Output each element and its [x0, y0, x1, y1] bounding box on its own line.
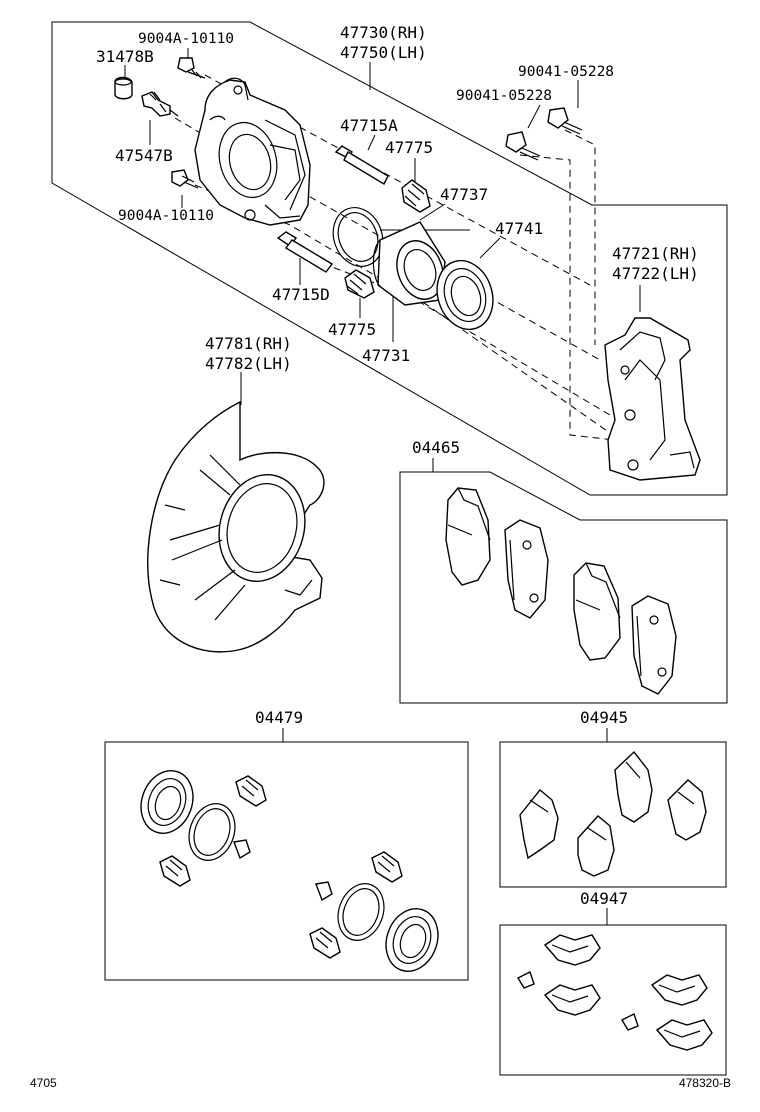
label-bleeder-cap: 31478B [96, 47, 154, 66]
pin-boot-lower [344, 269, 375, 299]
mounting-bolt-1 [505, 131, 541, 161]
pad-clip-2 [621, 1013, 639, 1031]
anti-squeal-shim-2 [577, 815, 615, 877]
piston [372, 221, 446, 306]
fitting-kit-box [499, 924, 727, 1076]
kit-cap-1 [233, 839, 251, 860]
label-mounting-rh: 47721(RH) [612, 244, 699, 263]
label-boot-lower: 47775 [328, 320, 376, 339]
kit-boot-1 [235, 775, 267, 807]
caliper-cylinder-body [194, 77, 311, 226]
label-mount-bolt-1: 90041-05228 [518, 64, 614, 80]
brake-pad-1 [445, 487, 491, 586]
label-piston-seal: 47737 [440, 185, 488, 204]
kit-boot-2 [159, 855, 191, 887]
upper-bolt [177, 57, 206, 79]
footer: 4705 478320-B [30, 1076, 731, 1090]
label-bolt-upper: 9004A-10110 [138, 31, 234, 47]
label-cylinder-rh: 47730(RH) [340, 23, 427, 42]
caliper-assembly-frame [51, 21, 728, 496]
pad-support-plate-1 [543, 934, 601, 966]
anti-squeal-shim-4 [667, 779, 707, 841]
pad-clip-1 [517, 971, 535, 989]
pin-boot-upper [401, 179, 431, 213]
label-piston-boot: 47741 [495, 219, 543, 238]
label-mounting-lh: 47722(LH) [612, 264, 699, 283]
footer-right-code: 478320-B [679, 1076, 731, 1090]
cylinder-kit-box [104, 741, 469, 981]
slide-pin-d [276, 231, 334, 273]
brake-pad-2 [504, 519, 549, 619]
pad-support-plate-3 [650, 974, 708, 1006]
bleeder-cap [114, 76, 133, 100]
disc-brake-dust-cover [147, 400, 325, 653]
kit-cap-2 [315, 881, 333, 902]
label-bleeder-plug: 47547B [115, 146, 173, 165]
label-piston: 47731 [362, 346, 410, 365]
label-cover-rh: 47781(RH) [205, 334, 292, 353]
anti-squeal-shim-3 [614, 750, 653, 823]
label-cover-lh: 47782(LH) [205, 354, 292, 373]
kit-seal-ring-1 [188, 803, 236, 861]
label-bolt-lower: 9004A-10110 [118, 208, 214, 224]
brake-pad-4 [631, 595, 677, 695]
pad-kit-box [399, 471, 728, 704]
kit-boot-3 [371, 851, 403, 883]
kit-boot-4 [309, 927, 341, 959]
label-cylinder-kit: 04479 [255, 708, 303, 727]
label-slide-pin-a: 47715A [340, 116, 398, 135]
piston-seal-ring [332, 207, 384, 267]
footer-left-code: 4705 [30, 1076, 57, 1090]
kit-piston-boot-1 [140, 770, 194, 834]
kit-seal-ring-2 [337, 883, 385, 941]
leader-lines [124, 48, 641, 925]
pad-support-plate-4 [655, 1019, 713, 1051]
label-cylinder-lh: 47750(LH) [340, 43, 427, 62]
bleeder-plug [141, 91, 179, 117]
label-anti-squeal-kit: 04945 [580, 708, 628, 727]
mounting-bolt-2 [547, 107, 583, 135]
label-mount-bolt-2: 90041-05228 [456, 88, 552, 104]
label-slide-pin-d: 47715D [272, 285, 330, 304]
part-labels: 9004A-10110 31478B 47547B 9004A-10110 47… [96, 23, 699, 908]
anti-squeal-kit-box [499, 741, 727, 888]
label-boot-upper: 47775 [385, 138, 433, 157]
anti-squeal-shim-1 [519, 789, 559, 860]
slide-pin-a [334, 145, 389, 185]
kit-piston-boot-2 [385, 908, 439, 972]
brake-pad-3 [573, 562, 621, 661]
label-fitting-kit: 04947 [580, 889, 628, 908]
piston-boot [436, 259, 494, 331]
caliper-mounting-bracket [604, 317, 701, 481]
pad-support-plate-2 [543, 984, 601, 1016]
lower-bolt [171, 169, 199, 189]
label-pad-kit: 04465 [412, 438, 460, 457]
